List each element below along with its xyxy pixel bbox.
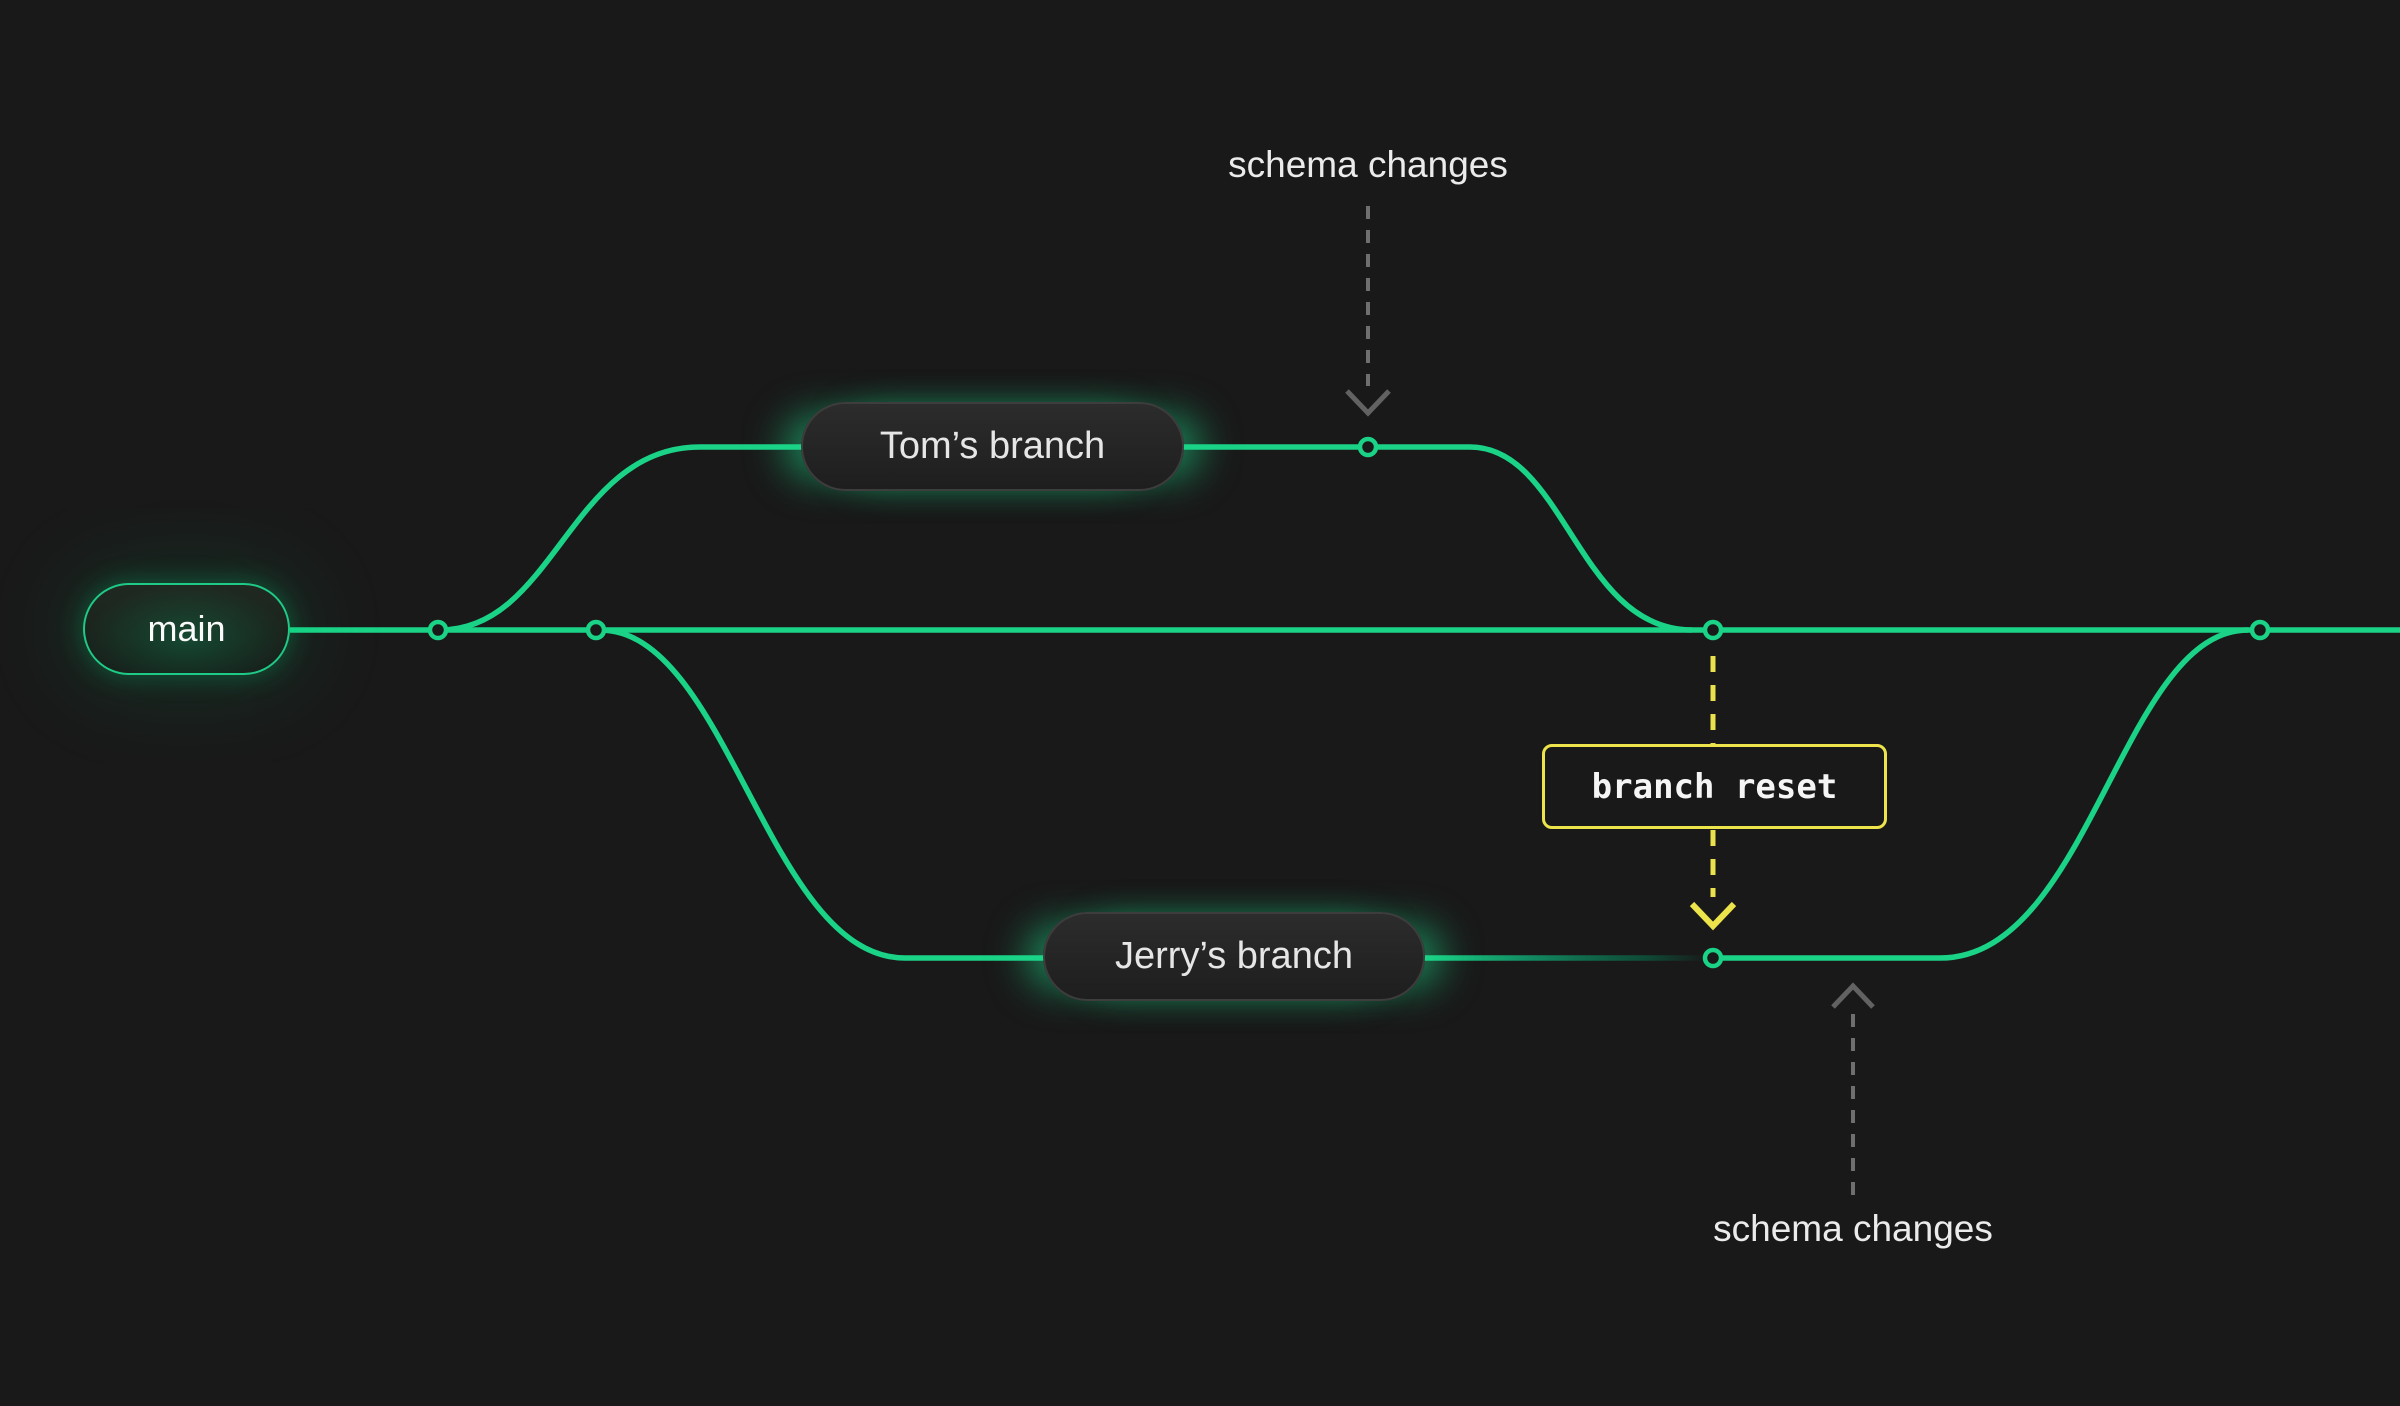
commit-node-main-merge	[1702, 619, 1724, 641]
commit-node-tom-schema	[1357, 436, 1379, 458]
commit-node-fork-tom	[427, 619, 449, 641]
tom-branch-line	[439, 444, 1693, 633]
jerry-branch-pill: Jerry’s branch	[1043, 912, 1425, 1001]
commit-node-jerry-reset	[1702, 947, 1724, 969]
schema-arrow-down-icon	[1345, 206, 1391, 417]
chevron-down	[1689, 901, 1737, 931]
chevron-up	[1831, 982, 1875, 1009]
main-branch-label: main	[147, 608, 226, 649]
tom-branch-label: Tom’s branch	[879, 425, 1106, 467]
branch-reset-badge: branch reset	[1542, 744, 1887, 829]
jerry-branch-line	[599, 627, 1425, 961]
commit-node-fork-jerry	[585, 619, 607, 641]
commit-node-jerry-merge	[2249, 619, 2271, 641]
chevron-down	[1345, 389, 1391, 417]
schema-changes-bottom-label: schema changes	[1713, 1208, 1993, 1249]
branch-reset-label: branch reset	[1591, 766, 1838, 807]
schema-changes-top-label: schema changes	[1228, 144, 1508, 185]
jerry-merge-line	[1713, 627, 2249, 961]
tom-branch-pill: Tom’s branch	[801, 402, 1184, 491]
main-branch-pill: main	[83, 583, 290, 675]
schema-arrow-up-icon	[1831, 982, 1875, 1196]
jerry-branch-label: Jerry’s branch	[1115, 935, 1353, 977]
